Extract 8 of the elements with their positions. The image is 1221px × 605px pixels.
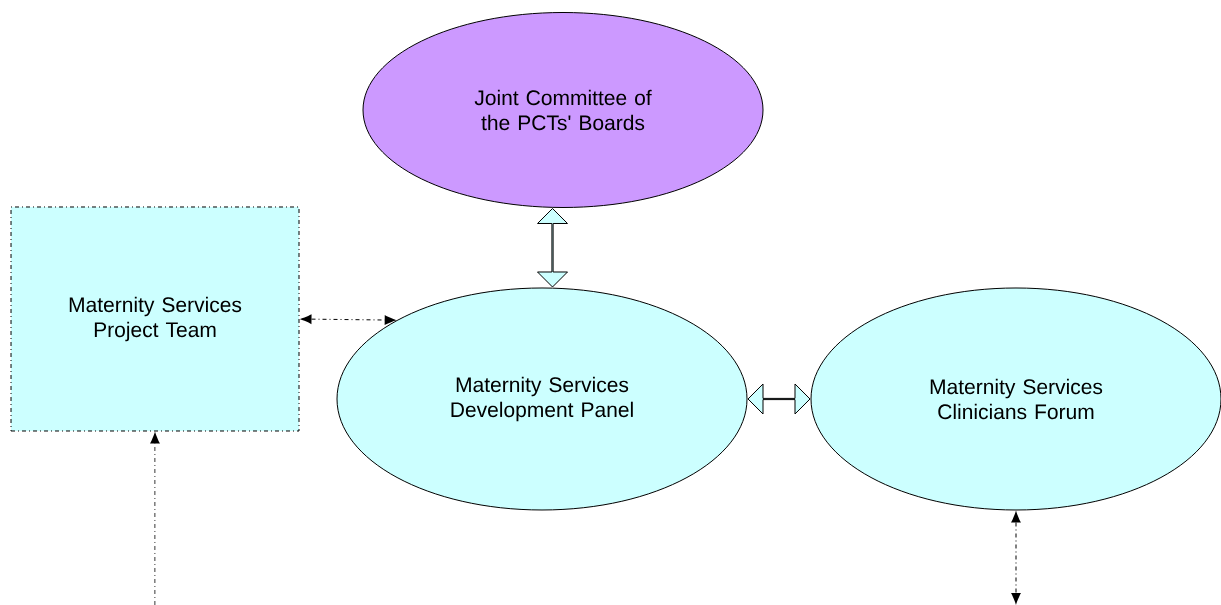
ellipse-node: Maternity Services Development Panel [336,287,748,511]
block-arrow [537,208,568,288]
arrow [150,431,160,605]
ellipse-node: Maternity Services Clinicians Forum [810,287,1221,511]
arrow [1011,510,1021,605]
arrow [299,314,397,325]
ellipse-node: Joint Committee of the PCTs' Boards [362,12,764,208]
block-arrow [747,383,811,415]
